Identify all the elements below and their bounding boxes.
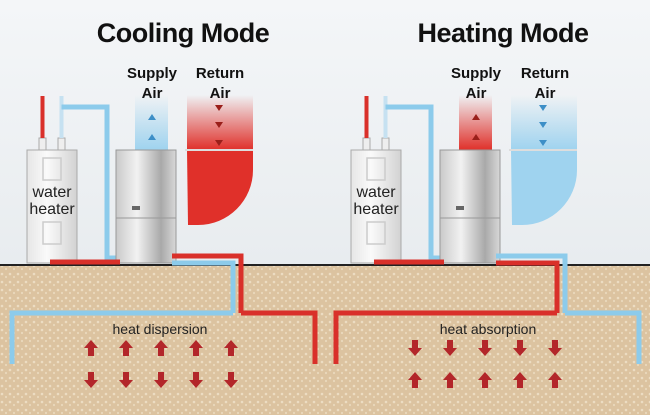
hot-in-pipe [496, 260, 560, 313]
supply-air-duct [459, 95, 492, 150]
return-air-label-line1: Return [521, 65, 569, 82]
cold-in-pipe [172, 260, 236, 313]
cold-out-pipe [496, 253, 568, 313]
heating-panel: Heating Mode Supply Air Return Air water… [333, 18, 642, 388]
supply-flow-arrows [472, 114, 480, 140]
heat-arrow-upper [154, 340, 168, 356]
heat-arrow-upper [408, 340, 422, 356]
heat-arrow-lower [478, 372, 492, 388]
water-heater-label-line2: heater [29, 201, 75, 218]
loop-top-left [9, 310, 233, 364]
heat-pump-unit [115, 149, 177, 264]
heat-arrow-upper [224, 340, 238, 356]
heat-arrow-lower [548, 372, 562, 388]
return-flow-arrows [539, 105, 547, 146]
return-duct-elbow [511, 150, 577, 225]
heat-arrow-lower [119, 372, 133, 388]
heat-dispersion-arrows [84, 340, 238, 388]
heat-arrow-upper [119, 340, 133, 356]
heat-arrow-upper [189, 340, 203, 356]
loop-label: heat dispersion [113, 321, 208, 337]
supply-air-label-line1: Supply [451, 65, 502, 82]
heat-arrow-upper [513, 340, 527, 356]
panel-title: Cooling Mode [97, 18, 270, 48]
heat-pump-unit [439, 149, 501, 264]
water-heater-label-line1: water [355, 184, 396, 201]
supply-air-label-line1: Supply [127, 65, 178, 82]
return-duct-elbow [187, 150, 253, 225]
supply-flow-arrows [148, 114, 156, 140]
water-heater-label-line1: water [31, 184, 72, 201]
hot-out-pipe [172, 253, 244, 313]
heat-arrow-lower [224, 372, 238, 388]
supply-air-duct [135, 95, 168, 150]
desuperheater-line [385, 104, 444, 261]
heat-arrow-lower [408, 372, 422, 388]
heat-arrow-upper [84, 340, 98, 356]
heat-arrow-upper [478, 340, 492, 356]
return-flow-arrows [215, 105, 223, 146]
heat-arrow-lower [443, 372, 457, 388]
heat-arrow-lower [154, 372, 168, 388]
ground [0, 265, 650, 415]
loop-top-right [565, 310, 642, 364]
panel-title: Heating Mode [417, 18, 588, 48]
return-air-label-line1: Return [196, 65, 244, 82]
heat-arrow-lower [189, 372, 203, 388]
heat-arrow-lower [513, 372, 527, 388]
loop-top-right [241, 310, 318, 364]
heat-arrow-upper [548, 340, 562, 356]
heat-absorption-arrows [408, 340, 562, 388]
heat-arrow-upper [443, 340, 457, 356]
desuperheater-line [61, 104, 120, 261]
heat-arrow-lower [84, 372, 98, 388]
water-heater-label-line2: heater [353, 201, 399, 218]
loop-top-left [333, 310, 557, 364]
cooling-panel: Cooling Mode Supply Air Return Air water… [9, 18, 318, 388]
loop-label: heat absorption [440, 321, 537, 337]
